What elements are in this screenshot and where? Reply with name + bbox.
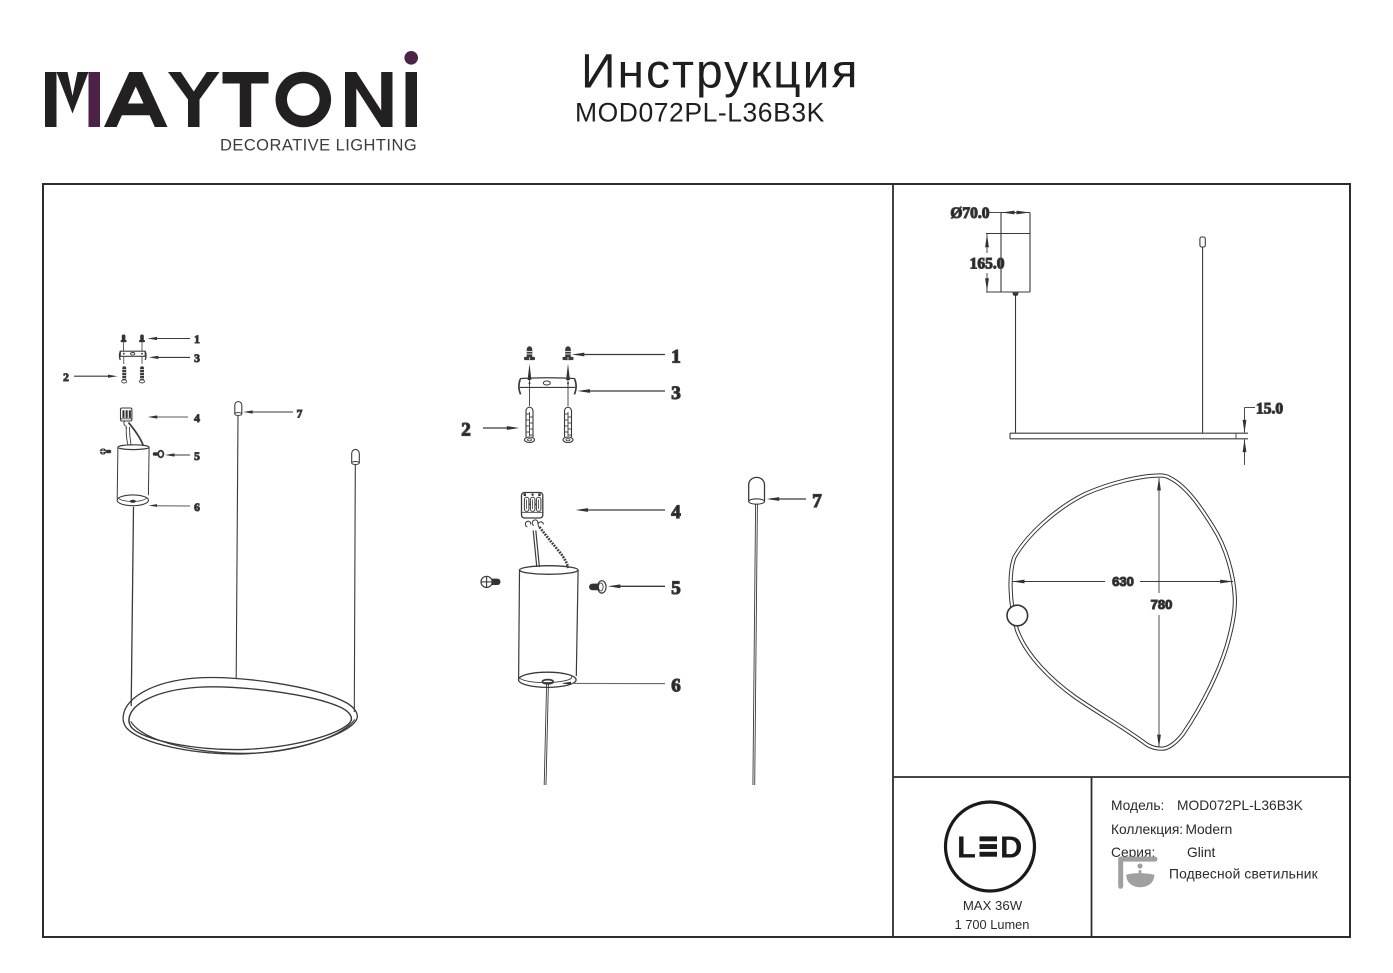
svg-text:Modern: Modern (1186, 822, 1233, 837)
svg-text:DECORATIVE LIGHTING: DECORATIVE LIGHTING (220, 137, 417, 155)
svg-text:4: 4 (671, 502, 681, 523)
svg-text:Инструкция: Инструкция (581, 46, 859, 99)
svg-text:3: 3 (194, 353, 200, 365)
svg-text:5: 5 (671, 578, 681, 599)
svg-text:1 700 Lumen: 1 700 Lumen (955, 917, 1030, 932)
svg-text:1: 1 (194, 334, 200, 346)
svg-text:7: 7 (812, 491, 822, 512)
svg-text:15.0: 15.0 (1256, 401, 1283, 418)
svg-text:L: L (957, 830, 976, 865)
svg-text:2: 2 (63, 372, 69, 384)
svg-text:MOD072PL-L36B3K: MOD072PL-L36B3K (575, 97, 825, 127)
svg-text:Коллекция:: Коллекция: (1111, 822, 1183, 837)
svg-text:165.0: 165.0 (970, 255, 1005, 272)
svg-text:6: 6 (671, 675, 681, 696)
svg-text:2: 2 (461, 420, 471, 441)
svg-text:5: 5 (194, 451, 200, 463)
svg-text:Ø70.0: Ø70.0 (950, 205, 989, 222)
svg-text:Серия:: Серия: (1111, 845, 1155, 860)
svg-text:1: 1 (671, 347, 681, 368)
svg-text:630: 630 (1112, 574, 1134, 589)
svg-text:Подвесной светильник: Подвесной светильник (1169, 867, 1319, 882)
svg-text:4: 4 (194, 413, 200, 425)
svg-text:MOD072PL-L36B3K: MOD072PL-L36B3K (1177, 798, 1304, 813)
svg-text:780: 780 (1151, 597, 1173, 612)
svg-text:D: D (1000, 830, 1022, 865)
svg-text:Модель:: Модель: (1111, 798, 1164, 813)
svg-text:6: 6 (194, 502, 200, 514)
svg-text:Glint: Glint (1187, 845, 1216, 860)
svg-text:7: 7 (297, 408, 303, 420)
svg-text:MAX 36W: MAX 36W (963, 898, 1023, 913)
svg-text:3: 3 (671, 383, 681, 404)
